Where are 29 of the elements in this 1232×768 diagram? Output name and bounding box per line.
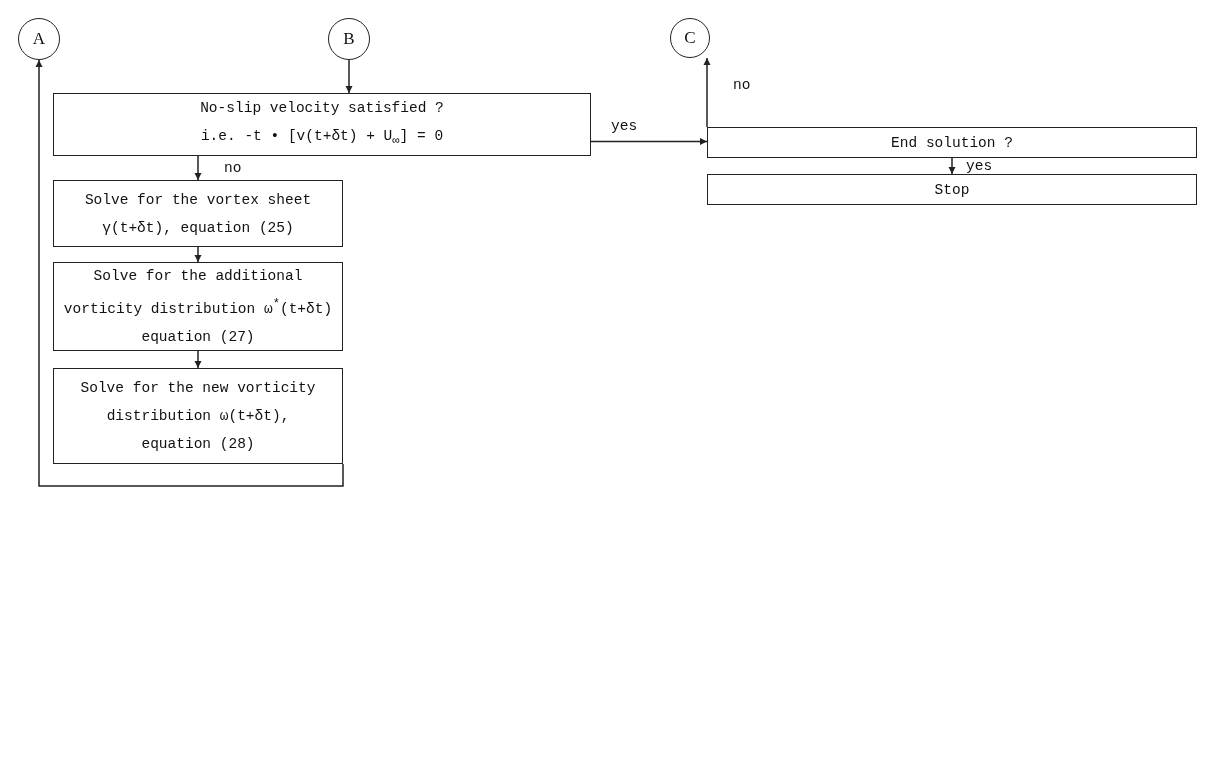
box-text: End solution ? [891,133,1013,153]
arrow [345,59,353,94]
box-text: i.e. -t • [v(t+δt) + U$_{∞}$] = 0 [200,127,444,150]
box-text: Solve for the additional vorticity distribution ω$^{*}$(t+δt) equation (27) [62,267,334,347]
connector-letter: A [32,28,46,50]
arrow [194,155,202,181]
process-box [707,174,1197,205]
box-text: Solve for the new vorticity distribution ω(t+δt), equation (28) [79,379,317,454]
connector-letter: C [684,27,696,49]
connector-circle [328,18,370,60]
box-text: Solve for the vortex sheet γ(t+δt), equation (25) [83,190,313,238]
process-box [53,368,343,464]
arrow [948,157,956,175]
connector-circle [18,18,60,60]
arrow [194,350,202,369]
arrow [194,246,202,263]
process-box [53,180,343,247]
edge-label: no [731,78,753,91]
arrow [703,57,711,128]
process-box [707,127,1197,158]
connector-letter: B [343,28,355,50]
box-text: No-slip velocity satisfied ? [200,99,444,119]
arrow [35,59,344,487]
edge-label: no [222,162,244,174]
process-box [53,93,591,156]
connector-circle [670,18,710,58]
process-box [53,262,343,351]
arrow [590,138,708,145]
box-text: Stop [934,180,970,200]
